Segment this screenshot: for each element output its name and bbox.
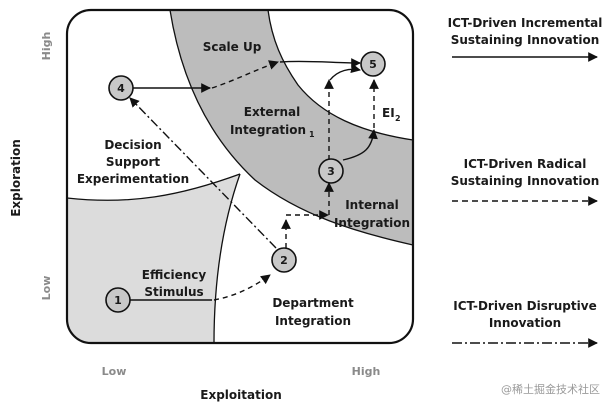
legend-radical-line2: Sustaining Innovation xyxy=(451,174,600,188)
diagram-frame xyxy=(65,8,415,345)
node-2-label: 2 xyxy=(280,254,288,267)
x-tick-high: High xyxy=(352,365,381,378)
y-tick-low: Low xyxy=(40,276,53,301)
label-external-sub: 1 xyxy=(309,130,315,139)
legend-disruptive-line1: ICT-Driven Disruptive xyxy=(453,299,596,313)
legend-radical-line1: ICT-Driven Radical xyxy=(464,157,587,171)
nodes: 1 2 3 4 5 xyxy=(105,51,386,313)
node-5: 5 xyxy=(360,51,386,77)
path-arrows xyxy=(129,58,379,301)
label-efficiency-2: Stimulus xyxy=(144,285,203,299)
node-1-label: 1 xyxy=(114,294,122,307)
arrow-3-to-5 xyxy=(342,129,378,161)
label-internal-2: Integration xyxy=(334,216,410,230)
label-external-1: External xyxy=(244,105,300,119)
legend-incremental-line1: ICT-Driven Incremental xyxy=(448,16,603,30)
label-department-2: Integration xyxy=(275,314,351,328)
node-5-label: 5 xyxy=(369,58,377,71)
arrow-4-dashed xyxy=(211,60,279,89)
legend-item-incremental: ICT-Driven Incremental Sustaining Innova… xyxy=(448,16,603,62)
arrow-2-to-4 xyxy=(129,97,277,249)
region-top-right-white xyxy=(268,10,413,140)
node-4-label: 4 xyxy=(117,82,125,95)
label-internal-1: Internal xyxy=(345,198,399,212)
legend-incremental-line2: Sustaining Innovation xyxy=(451,33,600,47)
label-efficiency-1: Efficiency xyxy=(142,268,207,282)
legend: ICT-Driven Incremental Sustaining Innova… xyxy=(448,16,603,348)
x-axis-title: Exploitation xyxy=(200,388,281,402)
legend-disruptive-line2: Innovation xyxy=(489,316,561,330)
arrow-top-solid xyxy=(279,58,361,68)
label-ei2-sub: 2 xyxy=(395,114,401,123)
node-3-label: 3 xyxy=(327,165,335,178)
y-tick-high: High xyxy=(40,32,53,61)
legend-item-radical: ICT-Driven Radical Sustaining Innovation xyxy=(451,157,600,206)
label-external-2: Integration xyxy=(230,123,306,137)
legend-item-disruptive: ICT-Driven Disruptive Innovation xyxy=(452,299,598,348)
node-3: 3 xyxy=(318,158,344,184)
y-axis-title: Exploration xyxy=(9,139,23,217)
label-decision-1: Decision xyxy=(104,138,161,152)
node-2: 2 xyxy=(271,247,297,273)
x-tick-low: Low xyxy=(102,365,127,378)
node-4: 4 xyxy=(108,75,134,101)
node-1: 1 xyxy=(105,287,131,313)
label-decision-2: Support xyxy=(106,155,161,169)
watermark: @稀土掘金技术社区 xyxy=(501,382,600,396)
label-decision-3: Experimentation xyxy=(77,172,189,186)
arrow-to-5-curve xyxy=(329,63,361,81)
label-ei2: EI xyxy=(382,106,395,120)
arrow-1-dashed xyxy=(213,274,271,301)
label-department-1: Department xyxy=(272,296,354,310)
label-scale-up: Scale Up xyxy=(203,40,262,54)
